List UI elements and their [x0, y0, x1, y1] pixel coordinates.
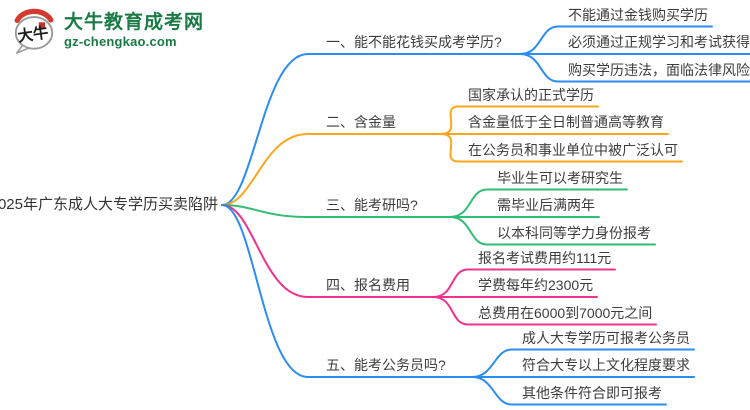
leaf-node: 毕业生可以考研究生	[497, 169, 623, 186]
leaf-node: 符合大专以上文化程度要求	[522, 357, 690, 373]
branch-node: 五、能考公务员吗?	[326, 357, 446, 373]
root-node: 2025年广东成人大专学历买卖陷阱	[0, 196, 218, 213]
branch-node: 四、报名费用	[326, 277, 410, 293]
leaf-node: 含金量低于全日制普通高等教育	[468, 114, 664, 130]
leaf-node: 以本科同等学力身份报考	[497, 224, 651, 241]
branch-node: 二、含金量	[326, 114, 396, 130]
leaf-node: 总费用在6000到7000元之间	[478, 304, 653, 321]
leaf-node: 需毕业后满两年	[497, 197, 595, 213]
logo-bubble-text: 大牛	[16, 23, 49, 46]
branch-node: 一、能不能花钱买成考学历?	[326, 34, 502, 50]
leaf-node: 在公务员和事业单位中被广泛认可	[468, 141, 678, 158]
logo-red-arc	[14, 8, 54, 24]
daniu-bubble-logo-icon: 大牛	[14, 8, 54, 54]
leaf-node: 购买学历违法，面临法律风险	[568, 61, 750, 78]
leaf-node: 不能通过金钱购买学历	[568, 6, 708, 23]
leaf-node: 必须通过正规学习和考试获得	[568, 34, 750, 50]
branch-node: 三、能考研吗?	[326, 197, 418, 213]
logo-domain-url: gz-chengkao.com	[64, 34, 177, 49]
leaf-node: 其他条件符合即可报考	[522, 384, 662, 401]
leaf-node: 报名考试费用约111元	[478, 249, 612, 266]
leaf-node: 国家承认的正式学历	[468, 86, 594, 103]
site-logo: 大牛 大牛教育成考网 gz-chengkao.com	[10, 6, 204, 54]
leaf-node: 学费每年约2300元	[478, 277, 594, 293]
leaf-node: 成人大专学历可报考公务员	[522, 329, 690, 346]
logo-brand-name: 大牛教育成考网	[64, 12, 205, 33]
logo-seal	[38, 22, 46, 29]
